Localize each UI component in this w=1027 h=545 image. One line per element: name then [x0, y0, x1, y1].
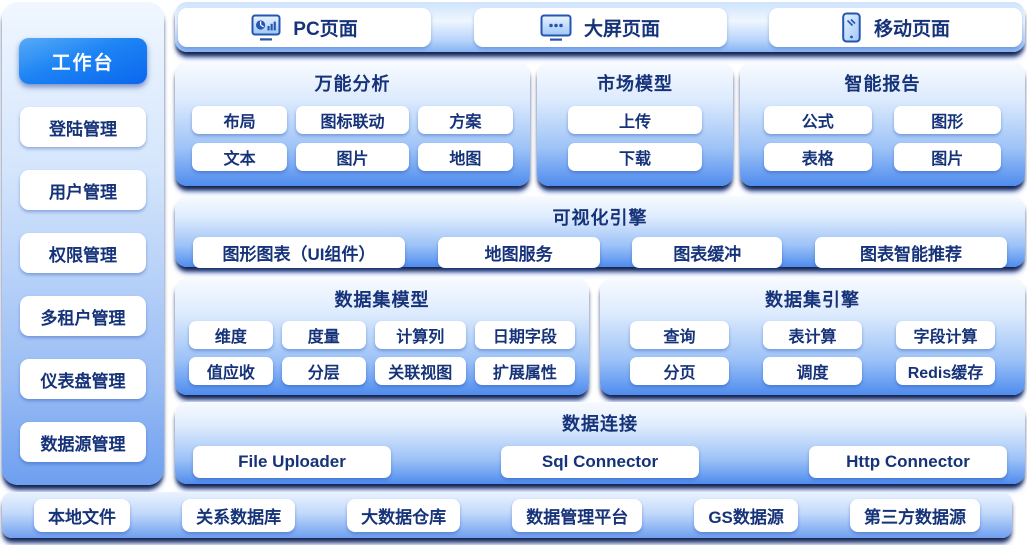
panel-title: 可视化引擎 — [552, 208, 648, 228]
button-date-field[interactable]: 日期字段 — [474, 321, 575, 349]
button-value-receive[interactable]: 值应收 — [189, 357, 273, 385]
button-chart-linkage[interactable]: 图标联动 — [296, 106, 409, 134]
sidebar-item-dashboard-management[interactable]: 仪表盘管理 — [20, 359, 146, 399]
sidebar-item-datasource-management[interactable]: 数据源管理 — [20, 422, 146, 462]
button-image[interactable]: 图片 — [296, 143, 409, 171]
button-map-service[interactable]: 地图服务 — [437, 237, 600, 268]
button-text[interactable]: 文本 — [192, 143, 288, 171]
button-map[interactable]: 地图 — [417, 143, 513, 171]
button-hierarchy[interactable]: 分层 — [281, 357, 366, 385]
pc-page-label: PC页面 — [293, 18, 358, 40]
button-ui-charts[interactable]: 图形图表（UI组件） — [193, 237, 405, 268]
panel-title: 万能分析 — [314, 74, 391, 94]
panel-visual-engine: 可视化引擎 图形图表（UI组件） 地图服务 图表缓冲 图表智能推荐 — [175, 196, 1025, 268]
mobile-page-label: 移动页面 — [873, 18, 950, 40]
button-measure[interactable]: 度量 — [281, 321, 366, 349]
sidebar-item-workbench[interactable]: 工作台 — [19, 38, 147, 84]
pc-chart-monitor-icon — [251, 14, 281, 41]
panel-title: 数据连接 — [562, 414, 638, 434]
button-chart-buffer[interactable]: 图表缓冲 — [632, 237, 783, 268]
panel-market-model: 市场模型 上传 下载 — [537, 62, 733, 186]
pc-page-button[interactable]: PC页面 — [178, 7, 431, 47]
button-chart-recommend[interactable]: 图表智能推荐 — [814, 237, 1007, 268]
button-scheduling[interactable]: 调度 — [763, 357, 862, 385]
mobile-page-button[interactable]: 移动页面 — [769, 7, 1022, 47]
button-gs-datasource[interactable]: GS数据源 — [694, 498, 798, 532]
button-calc-column[interactable]: 计算列 — [374, 321, 466, 349]
page-type-bar: PC页面 大屏页面 — [175, 2, 1025, 52]
data-source-bar: 本地文件 关系数据库 大数据仓库 数据管理平台 GS数据源 第三方数据源 — [2, 492, 1012, 538]
button-formula[interactable]: 公式 — [764, 106, 872, 134]
sidebar-item-login-management[interactable]: 登陆管理 — [20, 107, 146, 147]
sidebar-item-user-management[interactable]: 用户管理 — [20, 170, 146, 210]
button-scheme[interactable]: 方案 — [417, 106, 513, 134]
big-screen-monitor-icon — [540, 14, 572, 41]
panel-title: 市场模型 — [597, 74, 673, 94]
button-relational-db[interactable]: 关系数据库 — [182, 498, 296, 532]
button-thirdparty-datasource[interactable]: 第三方数据源 — [849, 498, 980, 532]
panel-smart-report: 智能报告 公式 图形 表格 图片 — [740, 62, 1025, 186]
button-graph[interactable]: 图形 — [893, 106, 1001, 134]
button-pagination[interactable]: 分页 — [630, 357, 729, 385]
panel-title: 智能报告 — [844, 74, 921, 94]
big-screen-page-label: 大屏页面 — [583, 18, 660, 40]
button-layout[interactable]: 布局 — [192, 106, 288, 134]
button-picture[interactable]: 图片 — [893, 143, 1001, 171]
panel-title: 数据集模型 — [334, 290, 430, 310]
button-data-mgmt-platform[interactable]: 数据管理平台 — [512, 498, 643, 532]
big-screen-page-button[interactable]: 大屏页面 — [473, 7, 727, 47]
button-redis-cache[interactable]: Redis缓存 — [896, 357, 995, 385]
panel-dataset-model: 数据集模型 维度 度量 计算列 日期字段 值应收 分层 关联视图 扩展属性 — [175, 278, 589, 395]
panel-dataset-engine: 数据集引擎 查询 表计算 字段计算 分页 调度 Redis缓存 — [600, 278, 1025, 395]
button-dimension[interactable]: 维度 — [189, 321, 273, 349]
mobile-phone-icon — [841, 12, 862, 43]
panel-data-connection: 数据连接 File Uploader Sql Connector Http Co… — [175, 402, 1025, 484]
sidebar-item-multitenant-management[interactable]: 多租户管理 — [20, 296, 146, 336]
button-field-calc[interactable]: 字段计算 — [896, 321, 995, 349]
sidebar-item-permission-management[interactable]: 权限管理 — [20, 233, 146, 273]
panel-universal-analysis: 万能分析 布局 图标联动 方案 文本 图片 地图 — [175, 62, 530, 186]
panel-title: 数据集引擎 — [765, 290, 860, 310]
button-ext-attribute[interactable]: 扩展属性 — [474, 357, 575, 385]
button-download[interactable]: 下载 — [568, 143, 702, 171]
button-http-connector[interactable]: Http Connector — [809, 446, 1007, 478]
button-file-uploader[interactable]: File Uploader — [193, 446, 391, 478]
button-table[interactable]: 表格 — [764, 143, 872, 171]
button-local-file[interactable]: 本地文件 — [34, 498, 130, 532]
button-table-calc[interactable]: 表计算 — [763, 321, 862, 349]
button-sql-connector[interactable]: Sql Connector — [501, 446, 699, 478]
button-query[interactable]: 查询 — [630, 321, 729, 349]
button-big-data-warehouse[interactable]: 大数据仓库 — [347, 498, 461, 532]
sidebar: 工作台 登陆管理 用户管理 权限管理 多租户管理 仪表盘管理 数据源管理 — [2, 2, 164, 485]
button-linked-view[interactable]: 关联视图 — [374, 357, 466, 385]
button-upload[interactable]: 上传 — [568, 106, 702, 134]
